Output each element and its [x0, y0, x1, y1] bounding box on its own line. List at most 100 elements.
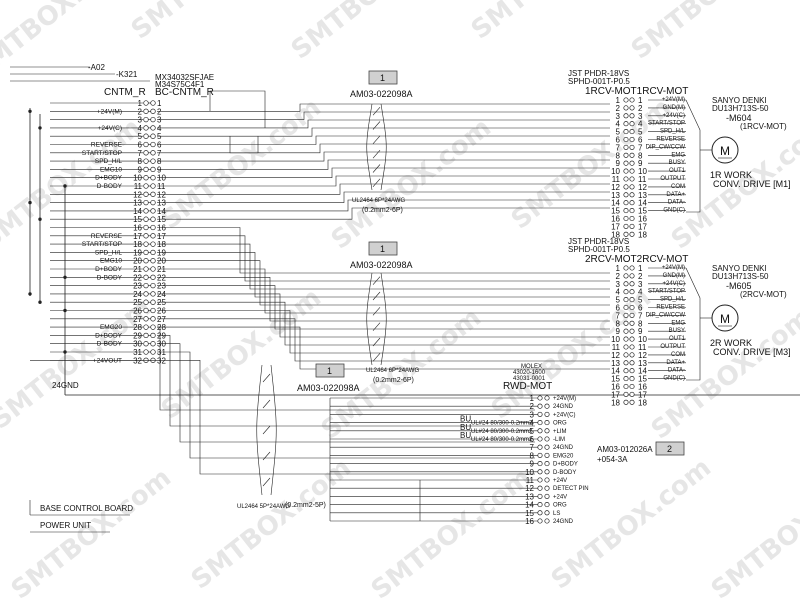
cntm-pin-number-right: 15: [157, 215, 166, 224]
rwd-signal-label: D+BODY: [553, 462, 578, 468]
cntm-wire-bundle1: [157, 207, 610, 220]
legend-power-unit: POWER UNIT: [40, 521, 91, 530]
cntm-pin-number: 25: [133, 298, 142, 307]
cntm-wire-bundle1: [157, 135, 610, 145]
cable-tag: 1: [380, 73, 385, 83]
rwd-pin-number: 16: [525, 517, 534, 526]
cntm-pin-number: 1: [138, 99, 143, 108]
motor-pin-socket: [629, 208, 635, 214]
cntm-name: CNTM_R: [104, 87, 146, 98]
motor-pin-socket: [629, 320, 635, 326]
motor-pin-socket: [623, 376, 629, 382]
cntm-wire-bundle1: [157, 175, 610, 187]
motor-pin-socket: [629, 399, 635, 405]
cntm-pin-socket: [150, 299, 156, 305]
motor-pin-number-right: 8: [638, 151, 643, 160]
motor-pin-socket: [629, 215, 635, 222]
rwd-signal-label: +24V(M): [553, 396, 576, 402]
motor-pin-socket: [623, 304, 629, 311]
motor-pin-socket: [629, 200, 635, 206]
motor-connector-sphd: SPHD-001T-P0.5: [568, 245, 630, 254]
cntm-pin-number: 12: [133, 190, 142, 199]
cntm-wire-bundle2: [157, 260, 610, 306]
cntm-conn: BC-CNTM_R: [155, 87, 214, 98]
cable-part: AM03-022098A: [297, 383, 360, 393]
cntm-pin-socket: [150, 150, 156, 156]
cable-bundle-bracket: [256, 364, 263, 496]
motor-pin-socket: [629, 360, 635, 366]
motor-pin-number: 18: [611, 398, 620, 407]
motor-model: DU13H713S-50: [712, 104, 769, 113]
cntm-pin-number-right: 4: [157, 124, 162, 133]
motor-pin-number: 1: [616, 264, 621, 273]
motor-pin-number: 17: [611, 222, 620, 231]
motor-pin-socket: [623, 273, 629, 279]
watermark-text: SMTBOX.com: [156, 93, 327, 236]
cable-spec: UL2464 6P*24AWG: [352, 198, 405, 204]
motor-pin-number: 3: [616, 112, 621, 121]
cntm-signal-label: +24VOUT: [93, 357, 122, 364]
motor-pin-socket: [629, 352, 635, 358]
cntm-pin-number: 21: [133, 265, 142, 274]
motor-pin-socket: [629, 304, 635, 311]
cntm-pin-socket: [143, 183, 149, 189]
cntm-wire-bundle1: [157, 151, 610, 162]
cntm-pin-number-right: 9: [157, 165, 162, 174]
cntm-signal-label: EMG20: [100, 324, 122, 331]
cntm-pin-socket: [143, 133, 149, 139]
cntm-wire-bundle1: [157, 119, 610, 129]
motor-pin-socket: [629, 168, 635, 174]
motor-maker: SANYO DENKI: [712, 264, 767, 273]
rwd-signal-label: 24GND: [553, 445, 574, 451]
motor-pin-socket: [623, 97, 629, 103]
rwd-pin-number: 6: [530, 435, 535, 444]
motor-pin-number: 3: [616, 280, 621, 289]
cntm-pin-socket: [143, 141, 149, 148]
rwd-signal-label: -LIM: [553, 437, 565, 443]
legend-base-board: BASE CONTROL BOARD: [40, 504, 133, 513]
motor-bracket: [685, 267, 701, 381]
rwd-pin-socket: [537, 444, 543, 450]
rwd-pin-socket: [544, 477, 550, 483]
motor-pin-number-right: 2: [638, 104, 643, 113]
cntm-pin-socket: [150, 341, 156, 347]
cable-pair-mark: [372, 322, 381, 331]
cable-spec: UL2464 5P*24AWG: [237, 504, 290, 510]
cntm-pin-number: 18: [133, 240, 142, 249]
cntm-pin-number: 4: [138, 124, 143, 133]
motor-pin-number-right: 14: [638, 199, 647, 208]
motor-pin-socket: [623, 105, 629, 111]
motor-pin-socket: [623, 215, 629, 222]
cntm-jumper: [229, 136, 259, 154]
motor-pin-number-right: 3: [638, 280, 643, 289]
cable-bundle-bracket: [366, 103, 373, 191]
label-k321: -K321: [116, 70, 138, 79]
cntm-pin-socket: [143, 116, 149, 123]
rwd-signal-label: D-BODY: [553, 470, 576, 476]
motor-pin-number-right: 1: [638, 96, 643, 105]
cntm-pin-number-right: 11: [157, 182, 166, 191]
rwd-pin-socket: [537, 395, 543, 401]
motor-pin-number-right: 9: [638, 159, 643, 168]
cntm-pin-socket: [150, 199, 156, 206]
cntm-wire-bundle1: [157, 199, 610, 212]
cable-pair-mark: [372, 276, 381, 285]
cntm-pin-number-right: 1: [157, 99, 162, 108]
cntm-part: MX34032SFJAE: [155, 73, 214, 82]
motor-pin-socket: [623, 152, 629, 158]
cntm-wire-bundle3: [157, 335, 535, 427]
rwd-signal-label: 24GND: [553, 404, 574, 410]
watermark-text: SMTBOX.com: [626, 0, 797, 66]
motor-pin-number: 16: [611, 383, 620, 392]
cable-pair-mark: [372, 121, 381, 130]
drive-title: 1R WORK: [710, 170, 752, 180]
cntm-pin-number-right: 26: [157, 307, 166, 316]
motor-pin-socket: [623, 200, 629, 206]
rwd-signal-label: +24V: [553, 494, 567, 500]
rwd-name: RWD-MOT: [503, 381, 552, 392]
cntm-wire-bundle2: [157, 276, 610, 322]
cntm-pin-socket: [143, 324, 149, 330]
cntm-pin-number: 16: [133, 224, 142, 233]
drive-title: 2R WORK: [710, 338, 752, 348]
